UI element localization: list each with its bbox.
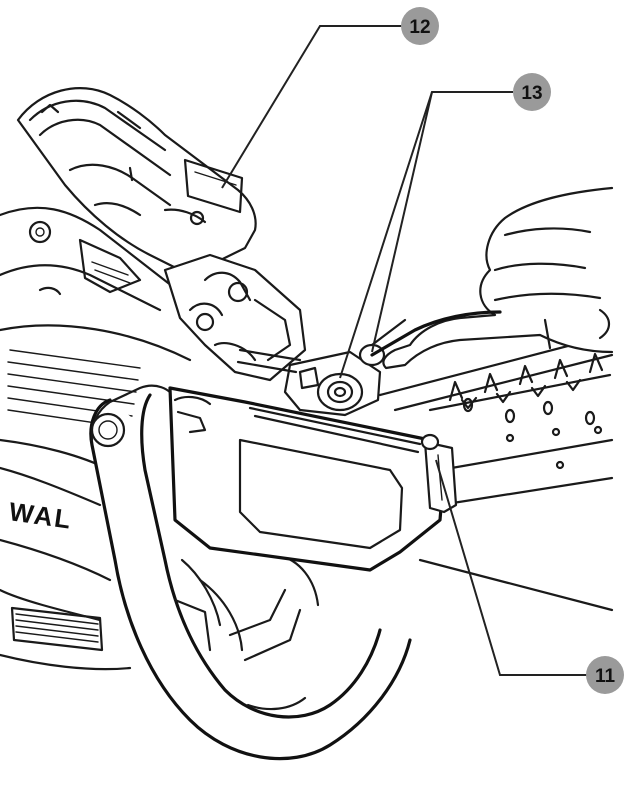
- brand-text: WAL: [7, 496, 74, 535]
- vent-grille: [10, 606, 104, 652]
- front-handle: [89, 384, 412, 761]
- hinge-mechanism: [163, 253, 307, 382]
- blade-bar: [378, 333, 614, 612]
- mount-plate: [168, 386, 447, 572]
- hand-with-wrench: [370, 186, 614, 370]
- callout-13: 13: [513, 73, 551, 111]
- callout-11: 11: [586, 656, 624, 694]
- callout-11-label: 11: [595, 666, 616, 687]
- blade-teeth: [448, 352, 604, 410]
- clamp-nut: [236, 343, 386, 417]
- callout-12: 12: [401, 7, 439, 45]
- tool-body: [0, 206, 220, 671]
- leader-line-13b: [371, 91, 433, 353]
- upper-cover: [16, 87, 257, 294]
- callout-13-label: 13: [521, 83, 542, 104]
- callout-12-label: 12: [409, 17, 430, 38]
- leader-line-12: [221, 25, 420, 189]
- leader-line-11: [435, 459, 588, 676]
- brand-label: WAL: [0, 466, 102, 535]
